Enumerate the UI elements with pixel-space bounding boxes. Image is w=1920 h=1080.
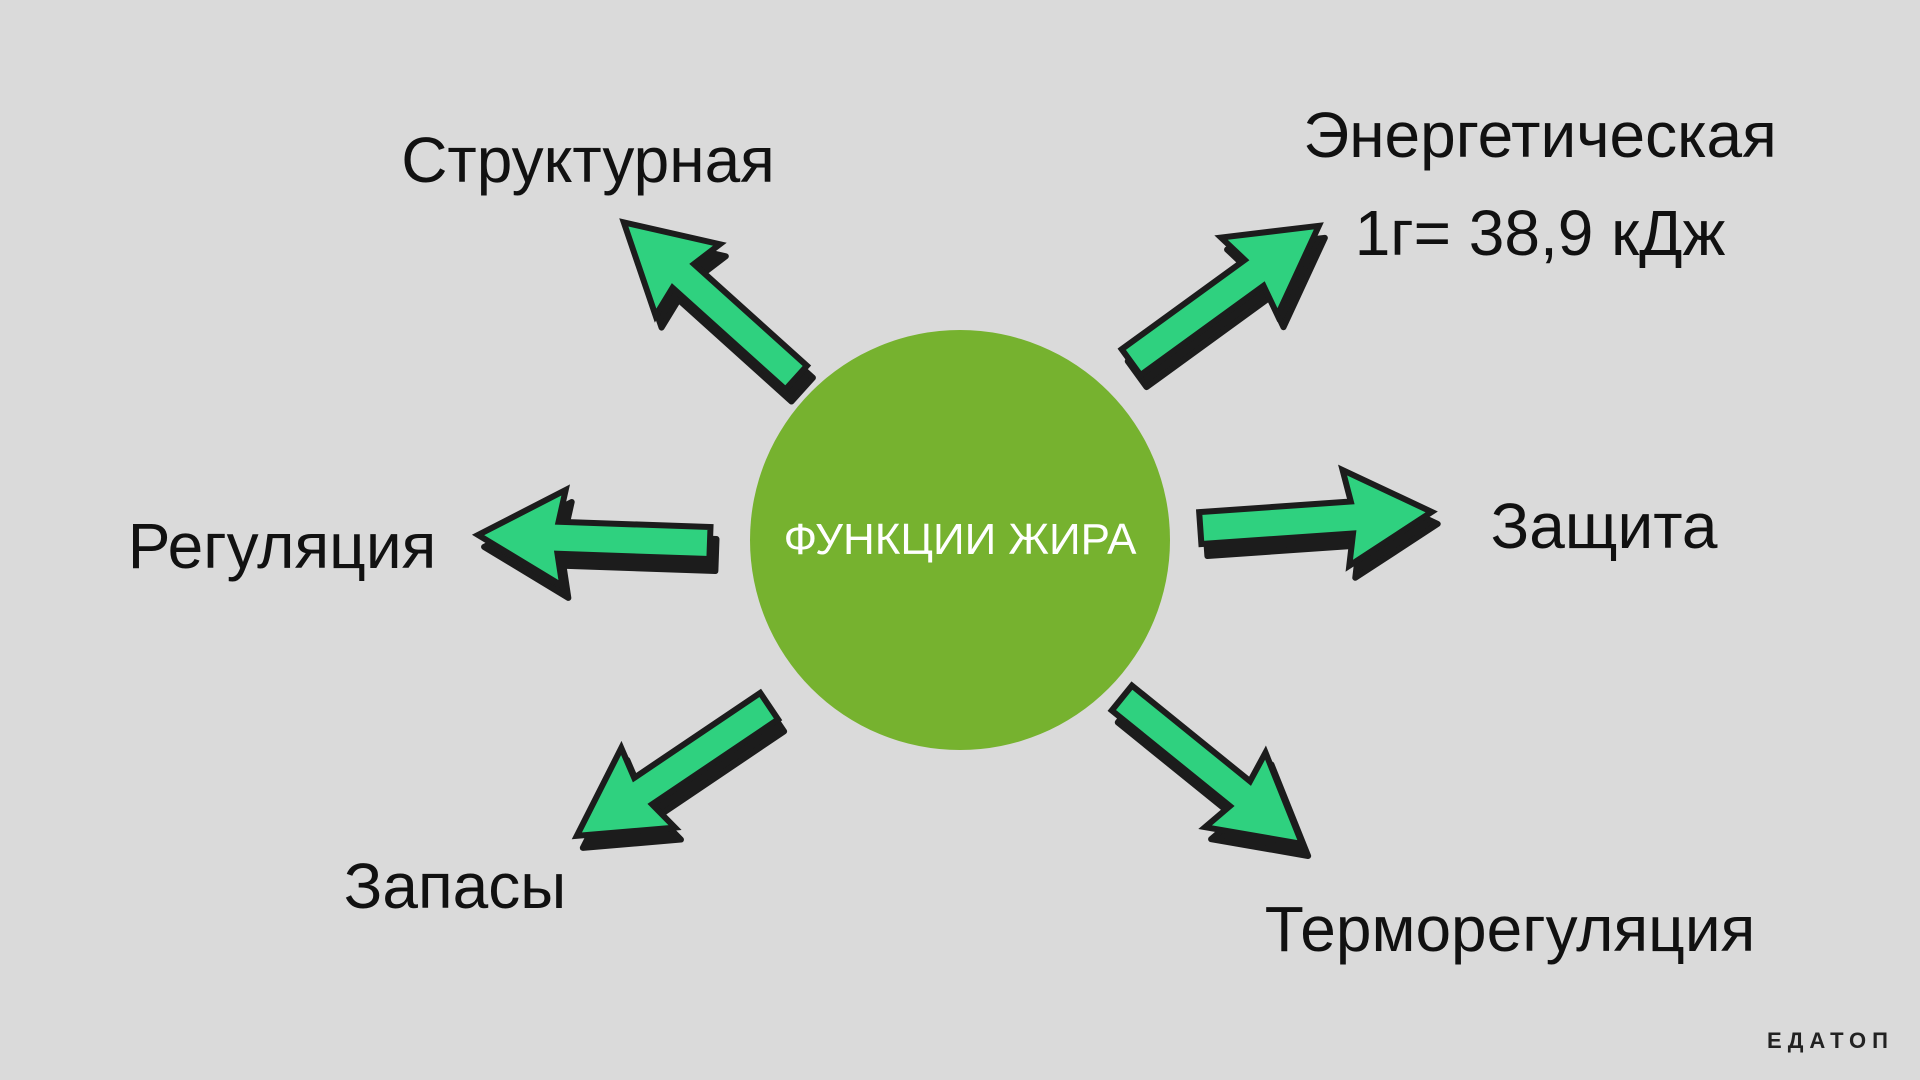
arrow-body <box>1117 222 1324 380</box>
brand-logo: ЕДАТОП <box>1767 1028 1894 1053</box>
arrow-body <box>571 688 783 840</box>
center-label: ФУНКЦИИ ЖИРА <box>783 515 1137 564</box>
label-energy: Энергетическая <box>1303 99 1777 171</box>
arrow-structural-icon <box>619 218 816 405</box>
arrow-energy-icon <box>1117 222 1328 391</box>
arrow-body <box>1195 464 1438 572</box>
arrow-thermoregulation-icon <box>1107 681 1312 860</box>
arrow-body <box>471 484 714 592</box>
label-regulation: Регуляция <box>127 510 437 582</box>
label-energy-value: 1г= 38,9 кДж <box>1354 197 1726 269</box>
arrow-protection-icon <box>1195 464 1441 581</box>
center-circle <box>750 330 1170 750</box>
label-structural: Структурная <box>401 124 775 196</box>
label-reserves: Запасы <box>343 850 567 922</box>
label-thermoregulation: Терморегуляция <box>1264 893 1756 965</box>
arrow-body <box>1107 681 1307 848</box>
arrow-regulation-icon <box>471 484 720 601</box>
arrow-reserves-icon <box>571 688 788 851</box>
arrow-body <box>619 218 812 394</box>
label-protection: Защита <box>1490 490 1718 562</box>
